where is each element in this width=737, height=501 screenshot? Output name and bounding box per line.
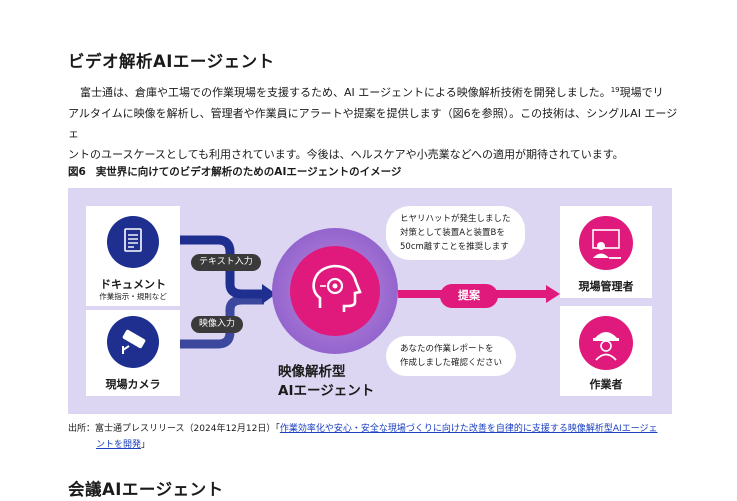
document-sublabel: 作業指示・規則など [99, 292, 167, 301]
document-icon [124, 228, 142, 252]
security-camera-icon [122, 329, 146, 354]
source-prefix: 出所：富士通プレスリリース（2024年12月12日）「 [68, 424, 280, 434]
worker-label: 作業者 [589, 378, 623, 391]
video-input-pill: 映像入力 [191, 316, 244, 333]
report-line-2: 作成しました確認ください [400, 358, 503, 368]
camera-icon-circle [107, 316, 159, 368]
document-label: ドキュメント [100, 278, 166, 291]
ai-head-icon [312, 264, 362, 312]
agent-label-line2: AIエージェント [278, 383, 375, 399]
manager-icon-circle [579, 216, 633, 270]
paragraph-line-2: アルタイムに映像を解析し、管理者や作業員にアラートや提案を提供します（図6を参照… [68, 106, 678, 141]
agent-label-line1: 映像解析型 [278, 364, 346, 380]
camera-label: 現場カメラ [105, 378, 161, 391]
source-link[interactable]: 作業効率化や安心・安全な現場づくりに向けた改善を自律的に支援する映像解析型AIエ… [96, 424, 658, 450]
alert-bubble: ヒヤリハットが発生しました 対策として装置Aと装置Bを 50cm離すことを推奨し… [386, 206, 525, 260]
figure-title: 実世界に向けてのビデオ解析のためのAIエージェントのイメージ [95, 166, 402, 178]
worker-icon [593, 332, 619, 361]
proposal-label: 提案 [440, 284, 498, 308]
worker-icon-circle [579, 316, 633, 370]
source-suffix: 」 [141, 440, 151, 450]
paragraph-line-1: 富士通は、倉庫や工場での作業現場を支援するため、AI エージェントによる映像解析… [80, 86, 611, 99]
manager-label: 現場管理者 [578, 280, 634, 293]
paragraph-line-3: ントのユースケースとしても利用されています。今後は、ヘルスケアや小売業などへの適… [68, 147, 624, 161]
report-bubble: あなたの作業レポートを 作成しました確認ください [386, 336, 517, 376]
figure-number: 図6 [68, 166, 86, 178]
figure-caption: 図6 実世界に向けてのビデオ解析のためのAIエージェントのイメージ [68, 164, 401, 179]
agent-inner-circle [290, 246, 380, 336]
paragraph-line-1b: 現場でリ [619, 86, 664, 99]
section-paragraph: 富士通は、倉庫や工場での作業現場を支援するため、AI エージェントによる映像解析… [68, 80, 688, 165]
figure-source: 出所：富士通プレスリリース（2024年12月12日）「作業効率化や安心・安全な現… [68, 421, 680, 453]
footnote-ref[interactable]: 19 [610, 86, 620, 94]
text-input-pill: テキスト入力 [191, 254, 261, 271]
alert-line-3: 50cm離すことを推奨します [400, 242, 509, 252]
alert-line-2: 対策として装置Aと装置Bを [400, 228, 505, 238]
figure-6: ドキュメント 作業指示・規則など 現場カメラ テキスト入力 映像入力 映像解析型… [68, 188, 672, 414]
alert-line-1: ヒヤリハットが発生しました [400, 214, 511, 224]
report-line-1: あなたの作業レポートを [400, 344, 494, 354]
section-heading-video-agent: ビデオ解析AIエージェント [68, 52, 275, 71]
section-heading-meeting-agent: 会議AIエージェント [68, 480, 224, 499]
manager-icon [592, 229, 621, 259]
document-icon-circle [107, 216, 159, 268]
